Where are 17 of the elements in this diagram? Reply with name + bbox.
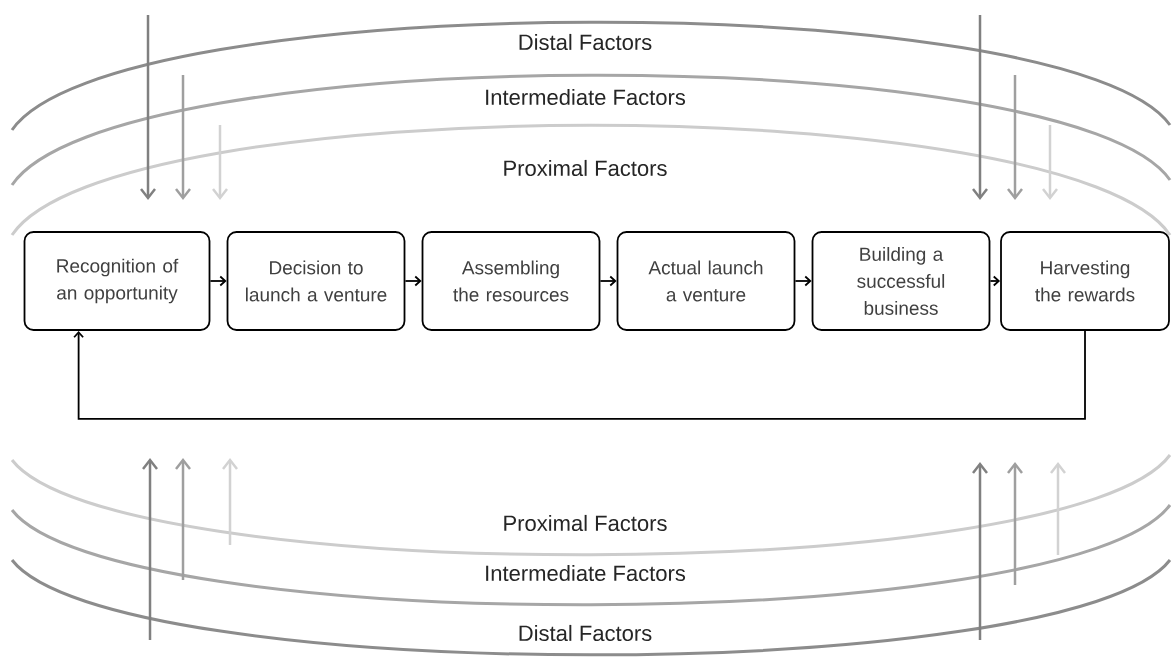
arrow xyxy=(209,275,227,287)
process-box: Actual launch a venture xyxy=(616,231,796,331)
process-box: Harvesting the rewards xyxy=(1000,231,1170,331)
factor-label: Distal Factors xyxy=(519,33,652,51)
arrow xyxy=(73,330,1086,420)
arrow xyxy=(404,275,422,287)
process-box: Recognition of an opportunity xyxy=(23,231,211,331)
factor-label: Intermediate Factors xyxy=(486,564,686,582)
process-box: Assembling the resources xyxy=(421,231,601,331)
process-box: Building a successful business xyxy=(811,231,991,331)
factor-label: Intermediate Factors xyxy=(486,88,686,106)
process-box: Decision to launch a venture xyxy=(226,231,406,331)
arrow xyxy=(794,275,812,287)
arrow xyxy=(599,275,617,287)
factor-label: Proximal Factors xyxy=(504,514,667,532)
factor-label: Proximal Factors xyxy=(504,159,667,177)
factor-label: Distal Factors xyxy=(519,624,652,642)
